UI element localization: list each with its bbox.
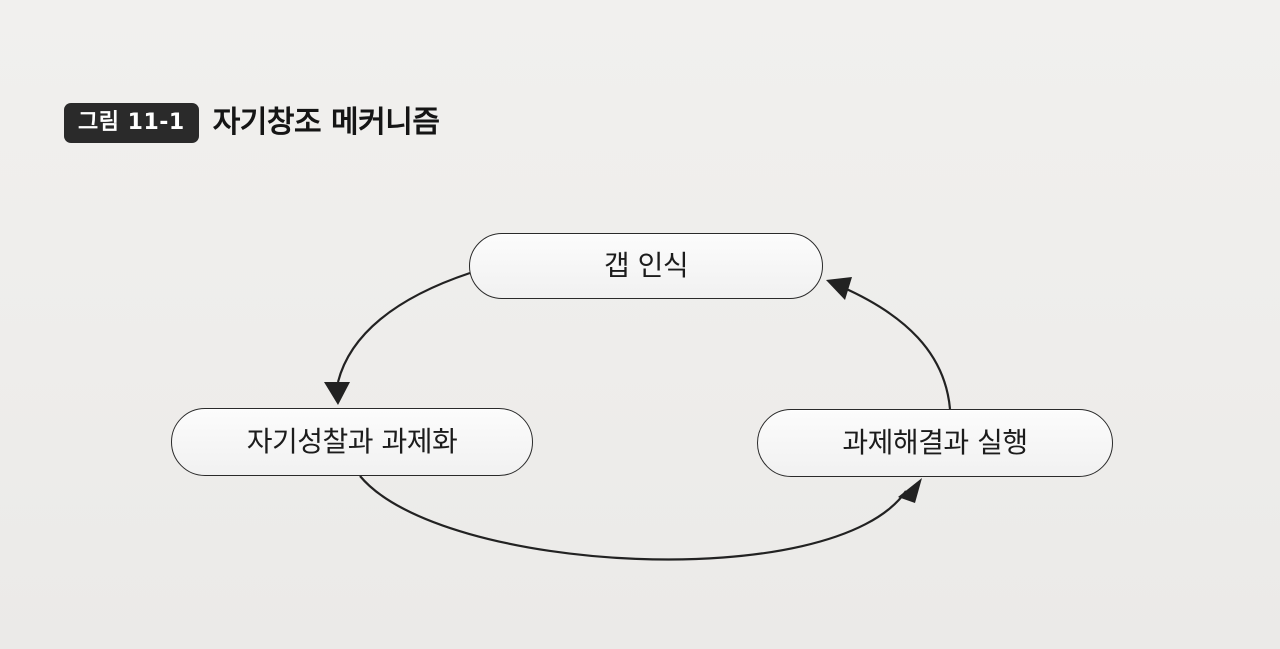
arrowhead-solving-to-gap — [826, 277, 852, 300]
figure-title: 자기창조 메커니즘 — [212, 105, 440, 140]
figure-header: 그림 11-1 자기창조 메커니즘 — [64, 100, 440, 146]
figure-tag: 그림 11-1 — [64, 103, 199, 143]
arrowhead-gap-to-reflection — [324, 382, 350, 405]
arrow-reflection-to-solving — [359, 475, 907, 561]
node-gap-recognition: 갭 인식 — [469, 233, 823, 299]
arrow-gap-to-reflection — [336, 271, 471, 383]
arrow-solving-to-gap — [841, 285, 952, 410]
arrowhead-reflection-to-solving — [898, 478, 922, 503]
node-self-reflection: 자기성찰과 과제화 — [171, 408, 533, 476]
node-problem-solving: 과제해결과 실행 — [757, 409, 1113, 477]
